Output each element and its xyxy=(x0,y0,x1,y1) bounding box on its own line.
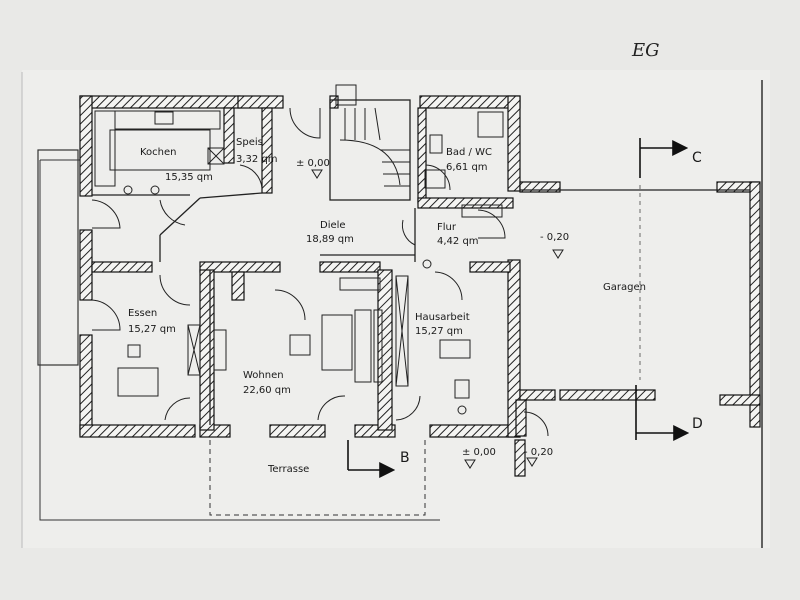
room-flur-area: 4,42 qm xyxy=(437,236,479,247)
room-diele-name: Diele xyxy=(320,220,346,231)
room-essen-name: Essen xyxy=(128,308,157,319)
floor-title: EG xyxy=(631,40,660,61)
living-furniture xyxy=(213,277,383,383)
room-hausarbeit-name: Hausarbeit xyxy=(415,312,470,323)
staircase xyxy=(335,84,410,187)
level-outside: - 0,20 xyxy=(524,447,553,458)
utility-fixtures xyxy=(395,275,471,415)
room-kochen-name: Kochen xyxy=(140,147,177,158)
room-bad-name: Bad / WC xyxy=(446,147,492,158)
room-wohnen-area: 22,60 qm xyxy=(243,385,291,396)
left-annex xyxy=(37,149,79,366)
terrasse-name: Terrasse xyxy=(267,464,309,475)
walls xyxy=(79,95,761,477)
room-bad-area: 6,61 qm xyxy=(446,162,488,173)
site-outline xyxy=(39,159,440,521)
room-kochen-area: 15,35 qm xyxy=(165,172,213,183)
room-wohnen-name: Wohnen xyxy=(243,370,284,381)
room-speis-area: 3,32 qm xyxy=(236,154,278,165)
room-speis-name: Speis xyxy=(236,137,263,148)
room-essen-area: 15,27 qm xyxy=(128,324,176,335)
level-terrasse: ± 0,00 xyxy=(462,447,496,458)
room-flur-name: Flur xyxy=(437,222,457,233)
level-diele: ± 0,00 xyxy=(296,158,330,169)
doors xyxy=(91,107,549,437)
room-garagen-name: Garagen xyxy=(603,282,646,293)
kitchen-fixtures xyxy=(94,110,225,195)
section-marks xyxy=(347,138,690,478)
level-markers xyxy=(311,169,564,469)
section-d-label: D xyxy=(692,416,703,432)
room-hausarbeit-area: 15,27 qm xyxy=(415,326,463,337)
room-diele-area: 18,89 qm xyxy=(306,234,354,245)
level-garage: - 0,20 xyxy=(540,232,569,243)
dining-furniture xyxy=(117,324,201,397)
section-c-label: C xyxy=(692,150,702,166)
bath-fixtures xyxy=(422,111,504,269)
section-b-label: B xyxy=(400,450,410,466)
